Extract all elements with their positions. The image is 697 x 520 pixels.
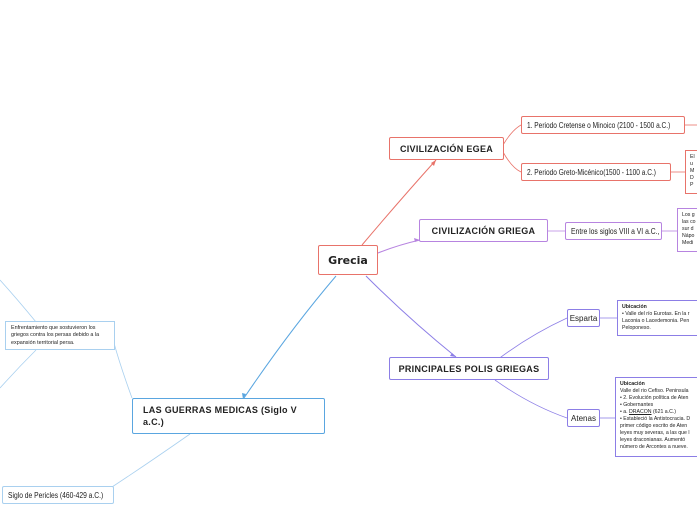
- note-enfrentamiento-text: Enfrentamiento que sostuvieron los grieg…: [11, 325, 100, 346]
- note-griega-line: Los g: [682, 212, 695, 218]
- subtopic-periodo-cretense[interactable]: 1. Periodo Cretense o Minoico (2100 - 15…: [521, 116, 685, 134]
- topic-civilizacion-griega-label: CIVILIZACIÓN GRIEGA: [431, 225, 536, 236]
- link-root-guerras: [243, 275, 337, 399]
- note-atenas-line: • Estableció la Antistocracia. D: [620, 416, 691, 422]
- link-conflict-down: [0, 349, 37, 389]
- subtopic-siglo-pericles[interactable]: Siglo de Pericles (460-429 a.C.): [2, 486, 114, 504]
- arrow-griega: [414, 238, 420, 242]
- note-greto-line: u: [690, 161, 693, 167]
- note-greto-micenico: El u M D P: [685, 150, 697, 194]
- note-enfrentamiento: Enfrentamiento que sostuvieron los grieg…: [5, 321, 115, 350]
- link-root-griega: [377, 239, 421, 254]
- note-greto-line: M: [690, 168, 695, 174]
- link-root-egea: [361, 159, 437, 246]
- link-guerras-pericles: [111, 433, 191, 488]
- note-greto-line: El: [690, 154, 695, 160]
- note-atenas-line: número de Arcontes a nueve.: [620, 444, 688, 450]
- note-atenas-line: • 2. Evolución política de Aten: [620, 395, 689, 401]
- link-polis-atenas: [494, 379, 568, 419]
- note-esparta-title: Ubicación: [622, 304, 647, 310]
- subtopic-esparta[interactable]: Esparta: [567, 309, 600, 327]
- topic-principales-polis-label: PRINCIPALES POLIS GRIEGAS: [398, 363, 540, 374]
- subtopic-atenas[interactable]: Atenas: [567, 409, 600, 427]
- underlined-term: DRACON: [629, 409, 652, 415]
- note-griega-line: sur d: [682, 226, 694, 232]
- note-atenas-line: Valle del rio Cefiso. Peninsula: [620, 388, 689, 394]
- subtopic-periodo-cretense-label: 1. Periodo Cretense o Minoico (2100 - 15…: [527, 120, 671, 130]
- link-conflict-up: [0, 279, 37, 323]
- note-griega-line: Nápo: [682, 233, 695, 239]
- link-guerras-conflict: [113, 342, 133, 399]
- subtopic-siglos-viii-vi[interactable]: Entre los siglos VIII a VI a.C.,: [565, 222, 662, 240]
- note-greto-line: P: [690, 182, 694, 188]
- note-atenas-line: • a. DRACON (621 a.C.): [620, 409, 677, 415]
- link-root-polis: [365, 275, 457, 358]
- topic-civilizacion-griega[interactable]: CIVILIZACIÓN GRIEGA: [419, 219, 548, 242]
- root-node[interactable]: Grecia: [318, 245, 378, 275]
- note-greto-line: D: [690, 175, 694, 181]
- topic-guerras-medicas-label: LAS GUERRAS MEDICAS (Siglo V a.C.): [143, 405, 297, 427]
- note-griega-line: Medi: [682, 240, 694, 246]
- topic-civilizacion-egea-label: CIVILIZACIÓN EGEA: [399, 143, 494, 154]
- topic-guerras-medicas[interactable]: LAS GUERRAS MEDICAS (Siglo V a.C.): [132, 398, 325, 434]
- link-polis-esparta: [496, 317, 568, 361]
- subtopic-siglos-viii-vi-label: Entre los siglos VIII a VI a.C.,: [571, 226, 660, 236]
- note-atenas-line: leyes muy severas, a las que l: [620, 430, 690, 436]
- topic-civilizacion-egea[interactable]: CIVILIZACIÓN EGEA: [389, 137, 504, 160]
- subtopic-siglo-pericles-label: Siglo de Pericles (460-429 a.C.): [8, 490, 104, 500]
- root-label: Grecia: [328, 253, 368, 267]
- link-egea-p2: [502, 151, 522, 173]
- note-atenas-line: leyes draconianas. Aumentó: [620, 437, 686, 443]
- note-esparta-line: • Valle del río Eurotas. En la r: [622, 311, 690, 317]
- note-atenas: Ubicación Valle del rio Cefiso. Peninsul…: [615, 377, 697, 457]
- note-esparta: Ubicación • Valle del río Eurotas. En la…: [617, 300, 697, 336]
- arrow-egea: [431, 160, 436, 166]
- arrow-polis: [450, 353, 456, 357]
- subtopic-periodo-greto-micenico-label: 2. Periodo Greto-Micénico(1500 - 1100 a.…: [527, 167, 656, 177]
- topic-principales-polis[interactable]: PRINCIPALES POLIS GRIEGAS: [389, 357, 549, 380]
- note-esparta-line: Peloponeso.: [622, 325, 651, 331]
- subtopic-atenas-label: Atenas: [571, 413, 596, 423]
- subtopic-periodo-greto-micenico[interactable]: 2. Periodo Greto-Micénico(1500 - 1100 a.…: [521, 163, 671, 181]
- note-atenas-line: primer código escrito de Aten: [620, 423, 688, 429]
- note-griega-line: las co: [682, 219, 696, 225]
- subtopic-esparta-label: Esparta: [569, 313, 598, 323]
- note-atenas-line: • Gobernantes: [620, 402, 654, 408]
- arrow-guerras: [242, 393, 246, 399]
- note-atenas-title: Ubicación: [620, 381, 645, 387]
- note-civilizacion-griega: Los g las co sur d Nápo Medi: [677, 208, 697, 252]
- note-esparta-line: Laconia o Lacedemonia. Pen: [622, 318, 690, 324]
- link-egea-p1: [502, 124, 522, 146]
